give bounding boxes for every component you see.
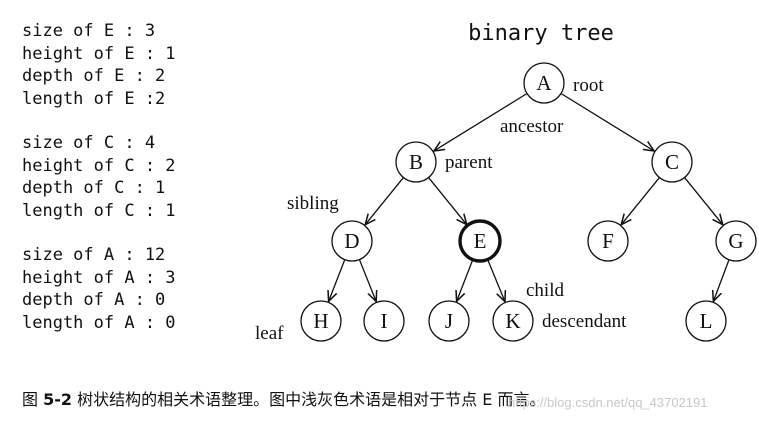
node-circle — [331, 220, 373, 262]
node-label: G — [728, 229, 743, 253]
edge-c-f — [621, 177, 660, 225]
caption-number: 5-2 — [43, 390, 73, 409]
node-circle — [651, 141, 693, 183]
node-label: E — [474, 229, 487, 253]
stat-line: height of E : 1 — [22, 43, 176, 64]
stat-line: depth of E : 2 — [22, 66, 166, 86]
stats-node-e: size of E : 3 height of E : 1 depth of E… — [22, 20, 176, 110]
node-label: K — [505, 309, 520, 333]
edge-a-c — [560, 92, 654, 151]
node-label: I — [381, 309, 388, 333]
tree-terms: root ancestor parent sibling child leaf … — [255, 75, 627, 344]
stat-line: depth of C : 1 — [22, 178, 166, 198]
tree-node-g: G — [715, 220, 757, 262]
node-label: A — [536, 71, 552, 95]
caption-text: 树状结构的相关术语整理。图中浅灰色术语是相对于节点 E 而言。 — [77, 390, 546, 409]
term-ancestor: ancestor — [500, 116, 564, 137]
node-label: F — [602, 229, 614, 253]
term-parent: parent — [445, 152, 493, 173]
edge-c-g — [684, 177, 723, 225]
tree-node-i: I — [363, 300, 405, 342]
tree-node-e: E — [458, 219, 502, 263]
tree-node-h: H — [300, 300, 342, 342]
node-label: L — [700, 309, 713, 333]
caption-prefix: 图 — [22, 390, 39, 409]
term-root: root — [573, 75, 604, 96]
node-circle — [715, 220, 757, 262]
stat-line: size of A : 12 — [22, 245, 166, 265]
tree-node-j: J — [428, 300, 470, 342]
tree-node-d: D — [331, 220, 373, 262]
stat-line: size of C : 4 — [22, 133, 156, 153]
edge-g-l — [713, 259, 730, 302]
stat-line: height of C : 2 — [22, 155, 176, 176]
term-sibling: sibling — [287, 193, 339, 214]
node-label: D — [344, 229, 359, 253]
tree-node-a: A — [523, 62, 565, 104]
figure-caption: 图 5-2 树状结构的相关术语整理。图中浅灰色术语是相对于节点 E 而言。 — [22, 386, 545, 410]
term-child: child — [526, 280, 564, 301]
edge-b-e — [428, 177, 467, 225]
node-circle — [685, 300, 727, 342]
stat-line: size of E : 3 — [22, 21, 156, 41]
edge-e-j — [457, 259, 474, 302]
node-circle — [428, 300, 470, 342]
stat-line: depth of A : 0 — [22, 290, 166, 310]
tree-edges — [329, 92, 730, 302]
tree-node-b: B — [395, 141, 437, 183]
node-label: J — [445, 309, 453, 333]
stats-node-c: size of C : 4 height of C : 2 depth of C… — [22, 132, 176, 222]
node-circle — [587, 220, 629, 262]
tree-node-l: L — [685, 300, 727, 342]
edge-b-d — [365, 177, 404, 225]
node-circle — [300, 300, 342, 342]
tree-stats-panel: size of E : 3 height of E : 1 depth of E… — [22, 20, 176, 356]
stat-line: height of A : 3 — [22, 267, 176, 288]
node-circle — [492, 300, 534, 342]
tree-node-c: C — [651, 141, 693, 183]
edge-e-k — [487, 259, 505, 301]
node-label: B — [409, 150, 423, 174]
stat-line: length of E :2 — [22, 88, 166, 109]
edge-d-i — [358, 259, 376, 302]
tree-nodes: A B C D E F G H I J K L — [300, 62, 757, 342]
node-circle — [458, 219, 502, 263]
term-descendant: descendant — [542, 311, 627, 332]
tree-node-f: F — [587, 220, 629, 262]
watermark: https://blog.csdn.net/qq_43702191 — [508, 395, 708, 410]
node-circle — [523, 62, 565, 104]
node-label: C — [665, 150, 679, 174]
diagram-title: binary tree — [468, 21, 614, 46]
edge-a-b — [434, 92, 528, 151]
stats-node-a: size of A : 12 height of A : 3 depth of … — [22, 244, 176, 334]
binary-tree-diagram: binary tree A B C D E F G H I J K L root ancestor p… — [255, 21, 757, 344]
stat-line: length of C : 1 — [22, 200, 176, 221]
stat-line: length of A : 0 — [22, 312, 176, 333]
tree-node-k: K — [492, 300, 534, 342]
node-circle — [363, 300, 405, 342]
node-label: H — [313, 309, 328, 333]
node-circle — [395, 141, 437, 183]
term-leaf: leaf — [255, 323, 284, 344]
edge-d-h — [329, 259, 346, 302]
